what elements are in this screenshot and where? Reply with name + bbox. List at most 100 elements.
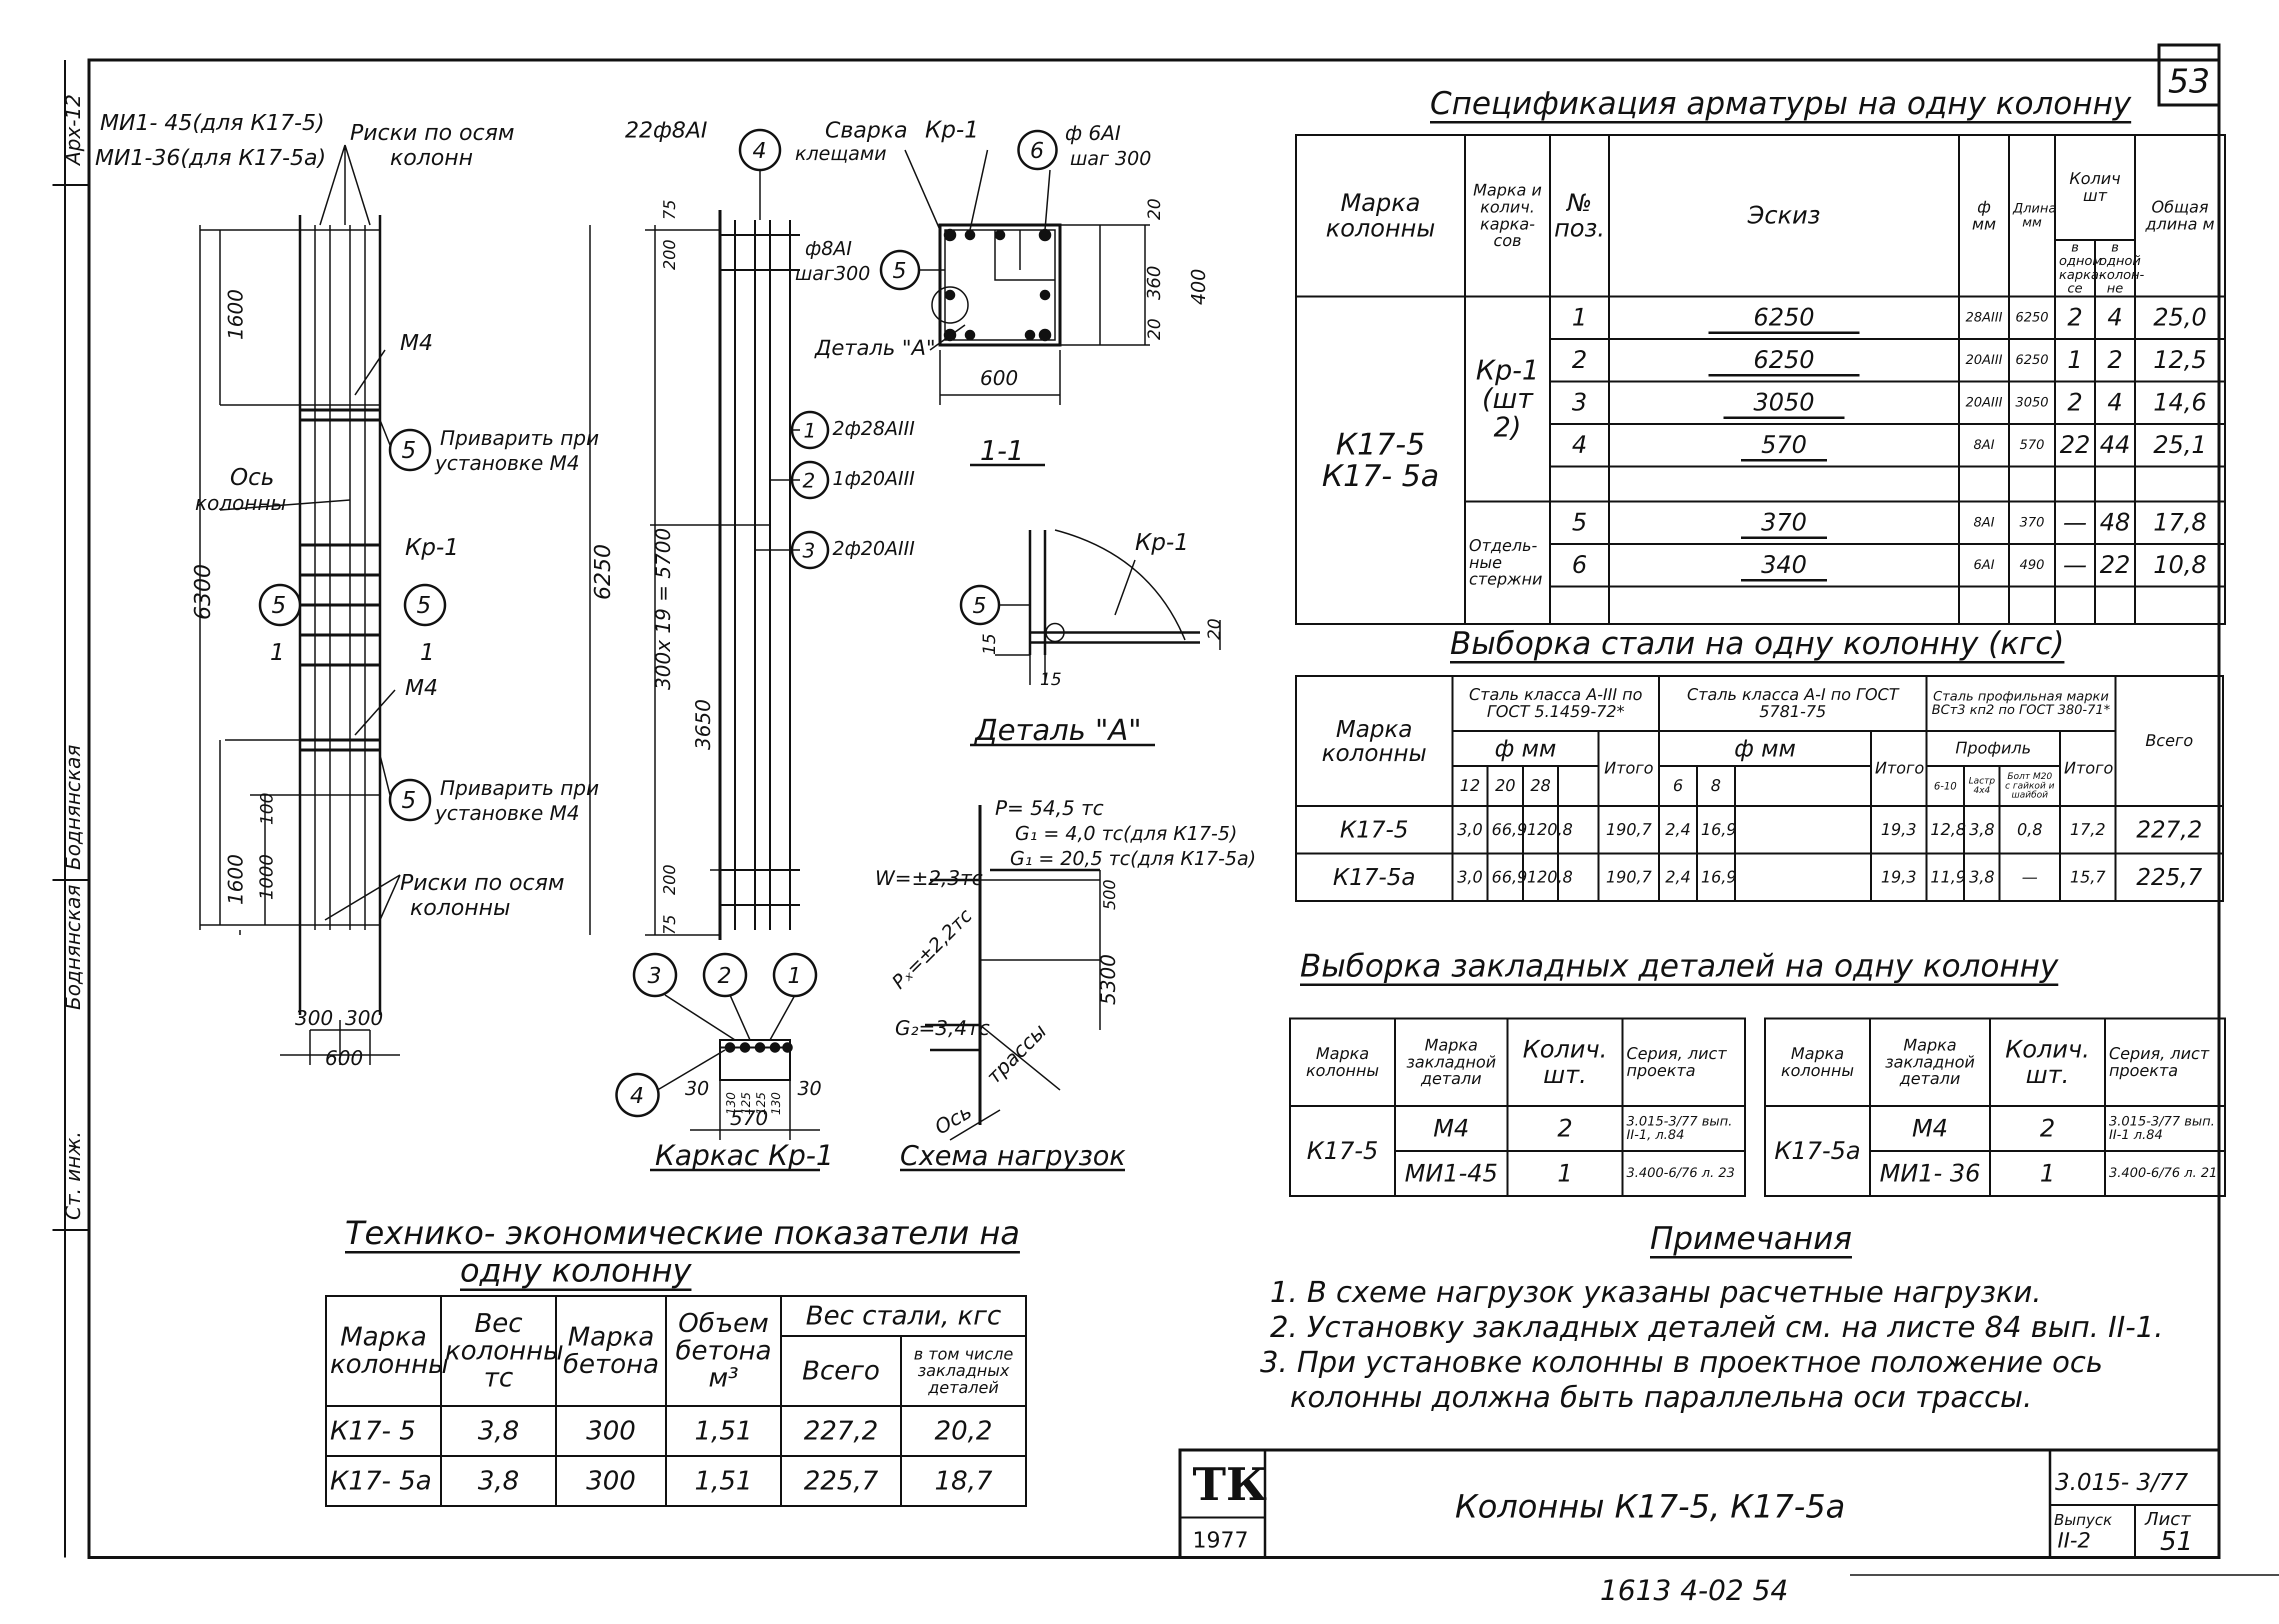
sec-dim-20-a: 20 — [1144, 198, 1164, 220]
emb-r-h-part: Марка закладной детали — [1869, 1018, 1991, 1107]
section-1-1-drawing — [880, 130, 1150, 466]
sec-dim-20-b: 20 — [1144, 318, 1164, 340]
steel-sub-prof: Болт М20 с гайкой и шайбой — [1998, 765, 2062, 807]
margin-stamp-text: Боднянская — [62, 744, 85, 870]
kr1-label-detail: Кр-1 — [1135, 528, 1189, 556]
spec-q2: 2 — [2094, 338, 2136, 383]
load-g1-b: G₁ = 20,5 тс(для К17-5а) — [1010, 848, 1256, 870]
weld-label-2b: установке М4 — [434, 802, 580, 825]
spec-q1: 22 — [2054, 423, 2096, 468]
tech-mark: К17- 5 — [325, 1405, 442, 1457]
cage-dim-30-a: 30 — [685, 1078, 709, 1100]
emb-l-h-mark: Марка колонны — [1289, 1018, 1396, 1107]
steel-cell — [1734, 805, 1872, 854]
circle-3-cage: 3 — [802, 540, 815, 562]
steel-cell: 16,9 — [1696, 852, 1736, 902]
spec-d: 20АIII — [1958, 380, 2010, 426]
steel-cell: 2,4 — [1658, 805, 1698, 854]
cage-title: Каркас Кр-1 — [655, 1140, 834, 1172]
emb-l-h-qty: Колич. шт. — [1506, 1018, 1624, 1107]
mi-45-label: МИ1- 45(для К17-5) — [100, 110, 324, 136]
weld-label-2: Приварить при — [440, 777, 599, 800]
dim-1600-a: 1600 — [224, 289, 248, 340]
emb-l-h-part: Марка закладной детали — [1394, 1018, 1508, 1107]
tech-embedded: 18,7 — [900, 1455, 1028, 1507]
spec-h-qty-col: в одной колон-не — [2094, 238, 2144, 298]
tech-volume: 1,51 — [665, 1405, 782, 1457]
steel-cell: 190,7 — [1598, 805, 1660, 854]
dim-100: 100 — [257, 792, 277, 825]
spec-pos: 1 — [1549, 296, 1610, 340]
spec-total: 25,0 — [2134, 296, 2226, 340]
riski-top-label: Риски по осям — [350, 120, 514, 146]
spec-h-sketch: Эскиз — [1608, 134, 1960, 298]
spec-pos: 5 — [1549, 500, 1610, 546]
load-dim-5300: 5300 — [1097, 954, 1120, 1005]
spec-h-qty-frame: в одном карка-се — [2054, 238, 2104, 298]
step-6-label: шаг 300 — [1070, 148, 1152, 170]
steel-sub-a3 — [1557, 765, 1600, 807]
weld-label-1: Приварить при — [440, 427, 599, 450]
spec-len: 6250 — [2008, 338, 2056, 383]
m4-label-a: М4 — [400, 330, 433, 356]
circle-5-section: 5 — [892, 258, 906, 284]
steel-cell: — — [1998, 852, 2062, 902]
cage-dim-570: 570 — [730, 1107, 768, 1130]
steel-h-itogo: Итого — [1598, 730, 1660, 807]
spec-q1: 2 — [2054, 380, 2096, 426]
spec-col-marks: К17-5 К17- 5а — [1295, 296, 1466, 626]
cage-kr1-drawing — [589, 128, 830, 1140]
dim-200-bot: 200 — [660, 864, 679, 895]
steel-h-fmm2: ф мм — [1658, 730, 1872, 767]
circle-1-bot: 1 — [788, 963, 802, 988]
steel-cell-total: 227,2 — [2114, 805, 2224, 854]
steel-h-mark: Марка колонны — [1295, 675, 1454, 807]
steel-sub-a3: 12 — [1451, 765, 1489, 807]
spec-total: 10,8 — [2134, 543, 2226, 588]
dim-1000: 1000 — [256, 854, 277, 900]
steel-h-total: Всего — [2114, 675, 2224, 807]
steel-sub-a1: 8 — [1696, 765, 1736, 807]
spec-h-qty: Колич шт — [2054, 134, 2136, 241]
steel-cell: 120,8 — [1522, 852, 1572, 902]
steel-cell: 19,3 — [1870, 805, 1928, 854]
riski-bot-label-2: колонны — [410, 895, 510, 920]
spec-pos: 6 — [1549, 543, 1610, 588]
tech-h-concrete: Марка бетона — [555, 1295, 667, 1407]
emb-l-part: МИ1-45 — [1394, 1150, 1508, 1197]
bar-6-label: ф 6АI — [1065, 122, 1121, 145]
stamp-year: 1977 — [1192, 1528, 1248, 1553]
steel-cell: 2,4 — [1658, 852, 1698, 902]
steel-row-mark: К17-5 — [1295, 805, 1454, 854]
emb-r-qty: 2 — [1989, 1105, 2106, 1152]
embedded-table-left: Марка колонны Марка закладной детали Кол… — [1289, 1018, 1746, 1197]
dim-75-bot: 75 — [660, 914, 679, 935]
load-scheme-drawing — [900, 805, 1125, 1172]
spec-sketch: 570 — [1608, 423, 1960, 468]
spec-total: 25,1 — [2134, 423, 2226, 468]
step-8-label: шаг300 — [795, 262, 870, 284]
stamp-logo: ТК — [1192, 1458, 1267, 1511]
steel-cell: 3,0 — [1451, 805, 1489, 854]
kr1-label-col: Кр-1 — [405, 534, 459, 560]
steel-cell: 120,8 — [1522, 805, 1572, 854]
sheet-number: 53 — [2168, 62, 2210, 100]
detail-dim-20: 20 — [1204, 618, 1224, 640]
spec-table: Марка колонны Марка и колич. карка-сов №… — [1295, 134, 2226, 626]
section-mark-1a: 1 — [270, 638, 284, 666]
stamp-series: 3.015- 3/77 — [2055, 1468, 2188, 1496]
stamp-sheet: 51 — [2160, 1526, 2193, 1556]
steel-sub-a1 — [1734, 765, 1872, 807]
spec-d: 20АIII — [1958, 338, 2010, 383]
spec-total: 12,5 — [2134, 338, 2226, 383]
cage-top-bar-label: 22ф8АI — [625, 118, 708, 143]
load-scheme-title: Схема нагрузок — [900, 1140, 1126, 1172]
emb-r-h-qty: Колич. шт. — [1989, 1018, 2106, 1107]
steel-cell: 3,8 — [1963, 805, 2001, 854]
note-3: 3. При установке колонны в проектное пол… — [1260, 1345, 2103, 1379]
emb-l-mark: К17-5 — [1289, 1105, 1396, 1197]
steel-cell: 3,8 — [1963, 852, 2001, 902]
sheet-number-box — [2158, 44, 2220, 106]
steel-row-mark: К17-5а — [1295, 852, 1454, 902]
spec-d: 8АI — [1958, 500, 2010, 546]
